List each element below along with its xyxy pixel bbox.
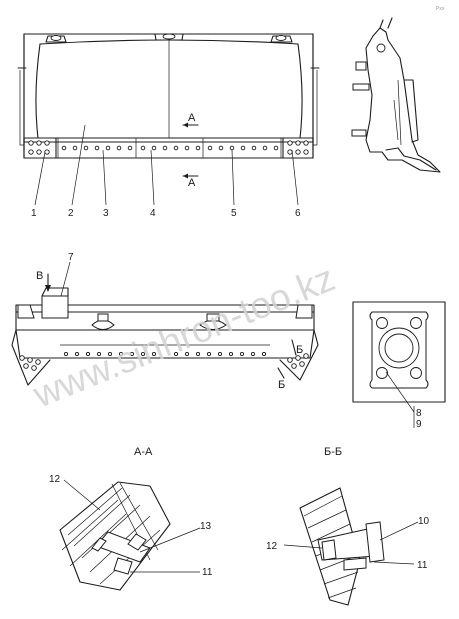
hinge-center-left [91, 313, 115, 330]
view-v-marker: В [36, 270, 51, 292]
view-v-flange: 8 9 [352, 301, 446, 430]
page-ref: Pxx [436, 6, 445, 12]
section-a-marker: А А [182, 112, 199, 189]
bolt-a [91, 531, 151, 575]
callout-4: 4 [150, 208, 156, 219]
top-lug-center [154, 33, 184, 41]
section-b-top-label: Б [296, 344, 303, 356]
end-bit-right [282, 137, 314, 159]
end-bit-left [23, 137, 57, 159]
section-a-top-label: А [188, 112, 196, 124]
section-a-a-detail: 12 13 11 [49, 474, 213, 591]
blade-side-view [351, 17, 441, 173]
rear-end-bit-right [287, 353, 309, 369]
callout-13: 13 [200, 521, 212, 532]
callout-10: 10 [418, 516, 430, 527]
top-lug-right [270, 35, 293, 43]
rear-end-bit-left [19, 355, 41, 371]
callout-3: 3 [103, 208, 109, 219]
section-a-a-title: А-А [134, 446, 153, 458]
top-lug-left [45, 35, 67, 43]
callout-12-b: 12 [266, 541, 278, 552]
watermark: www.sinhron-too.kz [27, 257, 341, 416]
callout-leaders-top [34, 124, 299, 206]
section-b-marker: Б Б [277, 339, 303, 391]
callout-1: 1 [31, 208, 37, 219]
blade-front-view: А А 1 2 3 4 5 6 [17, 33, 320, 219]
callout-12-a: 12 [49, 474, 61, 485]
cutting-edge-bolts [61, 145, 279, 151]
section-b-bottom-label: Б [278, 379, 285, 391]
callout-7: 7 [68, 252, 74, 263]
bracket-7 [41, 287, 69, 319]
callout-11-a: 11 [202, 567, 213, 578]
section-a-bottom-label: А [188, 177, 196, 189]
blade-rear-view: В 7 Б Б [11, 252, 319, 391]
callout-2: 2 [68, 208, 74, 219]
section-b-b-detail: 12 10 11 [266, 487, 430, 606]
callout-6: 6 [295, 208, 301, 219]
callout-9: 9 [416, 419, 422, 430]
rear-bolt-row [63, 351, 267, 357]
section-b-b-title: Б-Б [324, 446, 342, 458]
callout-5: 5 [231, 208, 237, 219]
callout-8: 8 [416, 408, 422, 419]
callout-11-b: 11 [417, 560, 428, 571]
view-v-label: В [36, 270, 43, 282]
hinge-center-right [199, 313, 227, 330]
bolt-b [317, 521, 385, 571]
